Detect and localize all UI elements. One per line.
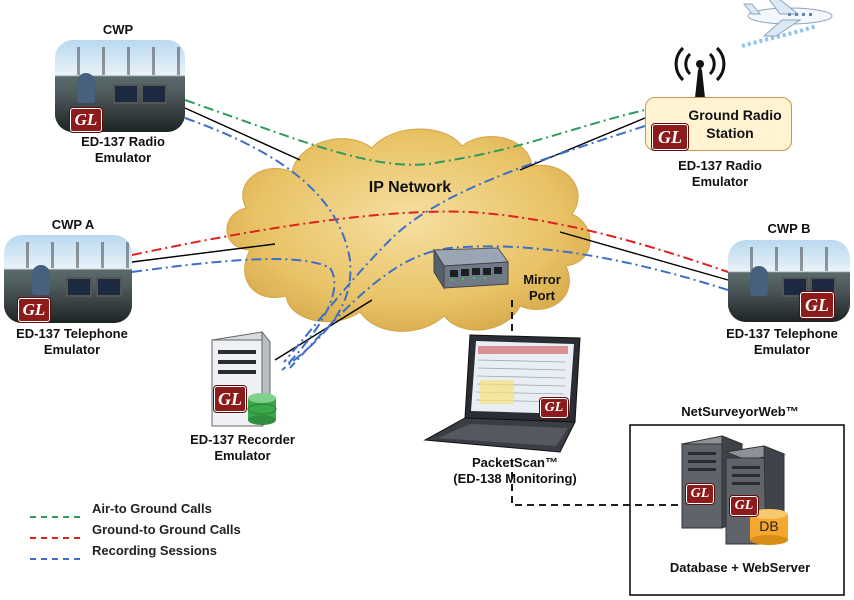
link-recorder [274, 299, 373, 361]
recorder-caption-1: ED-137 Recorder [190, 432, 295, 447]
recorder-caption-2: Emulator [214, 448, 271, 463]
db-cylinder-icon [750, 509, 788, 545]
link-cwp-b [559, 231, 729, 281]
link-cwp-a [131, 243, 276, 263]
packetscan-caption-1: PacketScan™ [472, 455, 558, 470]
cwp-b-caption-2: Emulator [753, 342, 811, 357]
air-to-ground-calls [184, 99, 646, 166]
antenna-icon [674, 46, 726, 98]
ethernet-switch-icon [433, 247, 509, 290]
cwp-a-title: CWP A [51, 217, 95, 232]
ground-radio-caption-1: ED-137 Radio [678, 158, 762, 173]
netsurveyor-box [629, 424, 845, 596]
packetscan-caption-2: (ED-138 Monitoring) [453, 471, 577, 486]
ip-network-label: IP Network [368, 179, 452, 196]
cwp-b-caption-1: ED-137 Telephone [726, 326, 838, 341]
legend-swatch-ground [30, 537, 80, 539]
cwp-b-title: CWP B [767, 221, 811, 236]
db-label: DB [759, 518, 779, 534]
cwp-a-caption-1: ED-137 Telephone [16, 326, 128, 341]
cwp-top-title: CWP [102, 22, 134, 37]
airplane-icon [741, 0, 833, 48]
monitoring-links [511, 300, 686, 506]
mirror-port-label-2: Port [529, 288, 555, 303]
gl-logo: GL [540, 398, 568, 418]
link-cwp-top [184, 107, 301, 161]
cwp-top-caption-1: ED-137 Radio [81, 134, 165, 149]
gl-logo: GL [70, 108, 102, 132]
laptop-icon [423, 334, 581, 453]
ground-radio-title-1: Ground Radio [688, 107, 782, 123]
database-cylinder-icon [247, 393, 277, 425]
cwp-a-caption-2: Emulator [43, 342, 101, 357]
cwp-b-photo [728, 240, 850, 322]
legend-label-recording: Recording Sessions [92, 543, 217, 558]
gl-logo: GL [18, 298, 50, 322]
legend-swatch-recording [30, 558, 80, 560]
legend-label-ground: Ground-to Ground Calls [92, 522, 241, 537]
netsurveyor-title: NetSurveyorWeb™ [681, 404, 799, 419]
ground-to-ground-calls [131, 210, 729, 273]
link-ground-radio [519, 117, 646, 171]
gl-logo: GL [800, 292, 834, 318]
gl-logo: GL [652, 124, 688, 150]
mirror-port-label-1: Mirror [523, 272, 561, 287]
cwp-a-photo [4, 235, 132, 323]
legend-label-air: Air-to Ground Calls [92, 501, 212, 516]
legend-swatch-air [30, 516, 80, 518]
gl-logo: GL [730, 496, 758, 516]
gl-logo: GL [214, 386, 246, 412]
netsurveyor-caption: Database + WebServer [669, 560, 811, 575]
ground-radio-title-2: Station [706, 125, 754, 141]
recording-sessions [131, 117, 729, 371]
ground-radio-caption-2: Emulator [691, 174, 749, 189]
gl-logo: GL [686, 484, 714, 504]
cwp-top-caption-2: Emulator [94, 150, 152, 165]
